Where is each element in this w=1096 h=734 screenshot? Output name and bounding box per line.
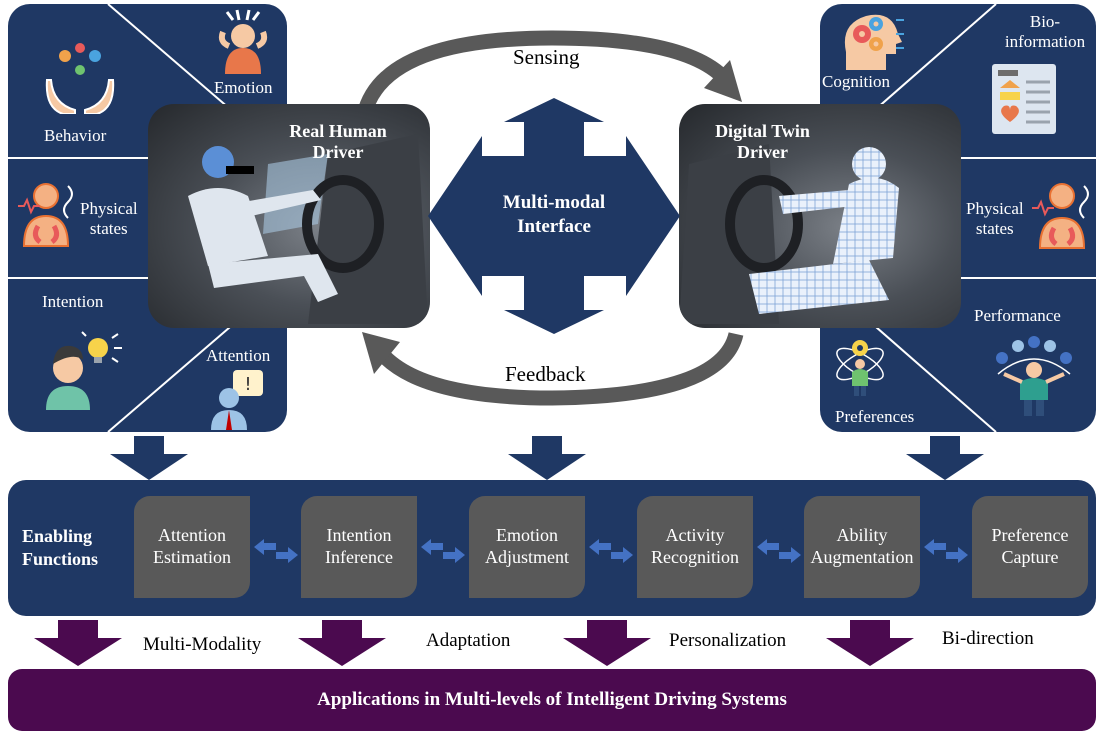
behavior-label: Behavior xyxy=(44,126,107,145)
sensing-curved-arrow xyxy=(356,30,742,118)
property-personalization: Personalization xyxy=(669,630,787,651)
property-adaptation: Adaptation xyxy=(426,630,511,651)
svg-text:!: ! xyxy=(244,374,251,395)
function-intention-inference: Intention Inference xyxy=(301,496,417,598)
warning-person-icon: ! xyxy=(211,370,263,430)
cognition-label: Cognition xyxy=(822,72,891,91)
digital-twin-photo xyxy=(679,104,961,328)
bidirectional-arrow-4 xyxy=(757,539,801,563)
preference-person-icon xyxy=(836,340,884,396)
real-driver-title: Real Human Driver xyxy=(289,121,387,162)
enabling-functions-title: Enabling Functions xyxy=(22,526,99,570)
right-physical-states-label: Physical states xyxy=(966,199,1024,238)
real-driver-photo xyxy=(148,104,430,328)
function-attention-estimation: Attention Estimation xyxy=(134,496,250,598)
purple-down-arrow-4 xyxy=(826,620,914,666)
performance-label: Performance xyxy=(974,306,1061,325)
preferences-label: Preferences xyxy=(835,407,915,426)
bio-information-label: Bio- information xyxy=(1004,12,1086,51)
bio-document-icon xyxy=(992,64,1056,134)
emotion-label: Emotion xyxy=(214,78,273,97)
brain-gears-icon xyxy=(844,14,904,71)
stressed-person-icon xyxy=(218,9,268,74)
purple-down-arrow-3 xyxy=(563,620,651,666)
digital-twin-figure xyxy=(679,144,899,324)
function-preference-capture: Preference Capture xyxy=(972,496,1088,598)
body-organs-icon xyxy=(18,183,73,247)
purple-down-arrow-1 xyxy=(34,620,122,666)
function-emotion-adjustment: Emotion Adjustment xyxy=(469,496,585,598)
left-physical-states-label: Physical states xyxy=(80,199,138,238)
intention-label: Intention xyxy=(42,292,104,311)
bidirectional-arrow-3 xyxy=(589,539,633,563)
digital-twin-title: Digital Twin Driver xyxy=(715,121,810,162)
property-multi-modality: Multi-Modality xyxy=(143,634,262,655)
function-activity-recognition: Activity Recognition xyxy=(637,496,753,598)
bidirectional-arrow-1 xyxy=(254,539,298,563)
down-arrow-center xyxy=(508,436,586,480)
real-driver-figure xyxy=(188,134,428,324)
multimodal-four-way-arrow xyxy=(428,98,680,334)
right-body-organs-icon xyxy=(1032,183,1089,249)
bidirectional-arrow-2 xyxy=(421,539,465,563)
idea-person-icon xyxy=(46,331,122,410)
juggling-hands-icon xyxy=(45,43,115,114)
purple-down-arrow-2 xyxy=(298,620,386,666)
down-arrow-left xyxy=(110,436,188,480)
down-arrow-right xyxy=(906,436,984,480)
bidirectional-arrow-5 xyxy=(924,539,968,563)
feedback-curved-arrow xyxy=(362,331,744,406)
feedback-label: Feedback xyxy=(505,362,586,386)
property-bi-direction: Bi-direction xyxy=(942,628,1034,649)
applications-bar: Applications in Multi-levels of Intellig… xyxy=(8,669,1096,731)
attention-label: Attention xyxy=(206,346,271,365)
performance-person-icon xyxy=(996,336,1072,416)
function-ability-augmentation: Ability Augmentation xyxy=(804,496,920,598)
sensing-label: Sensing xyxy=(513,45,580,69)
multimodal-interface-title: Multi-modal Interface xyxy=(502,192,606,237)
